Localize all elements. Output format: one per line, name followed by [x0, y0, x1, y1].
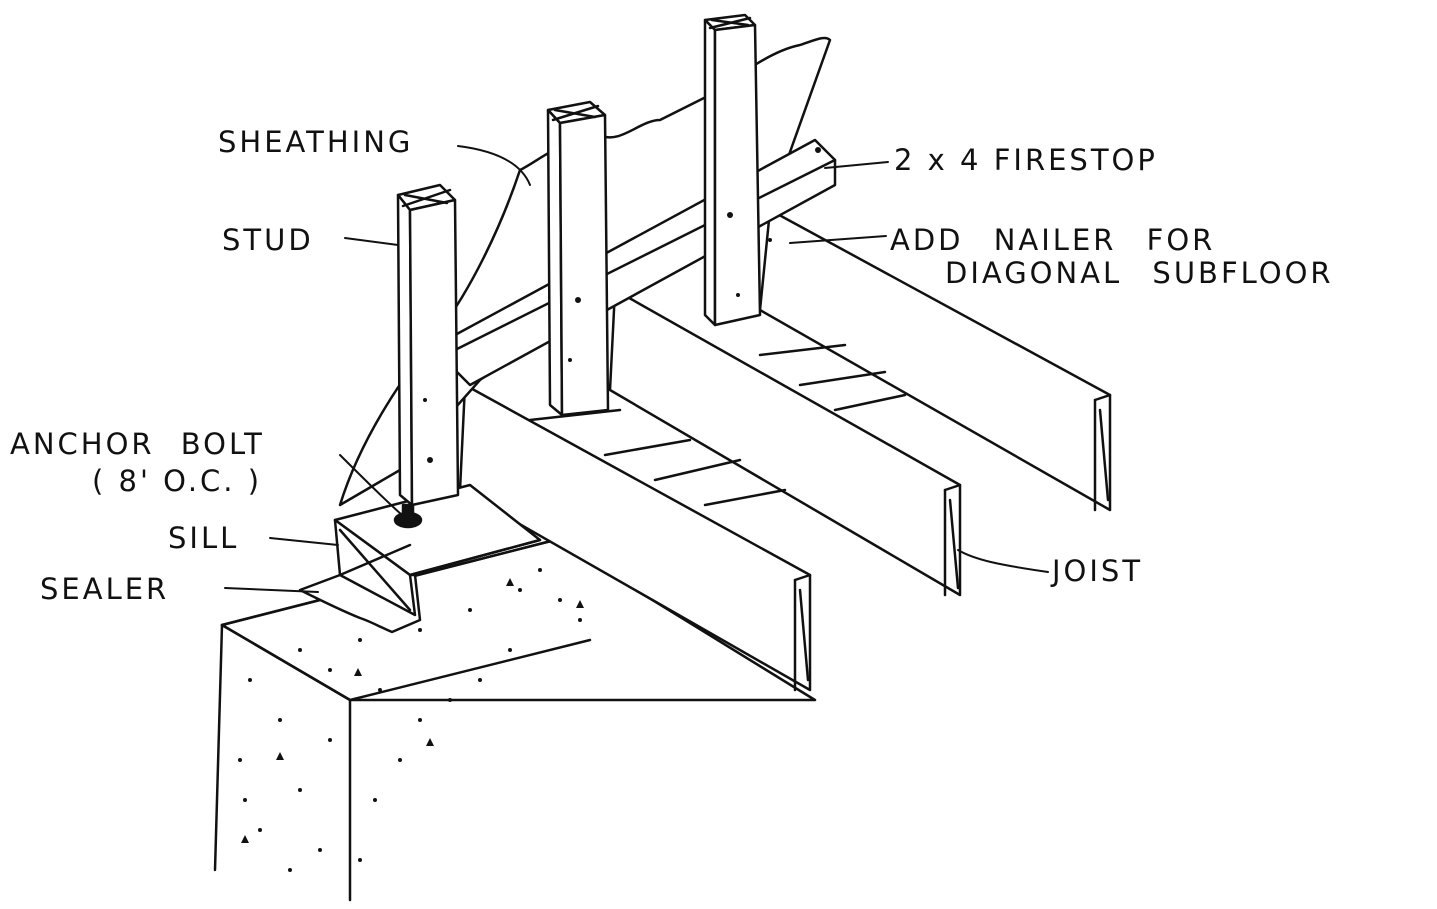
label-joist: JOIST: [1052, 554, 1144, 588]
nailer-blocks: [528, 343, 907, 507]
joist-2: [608, 288, 962, 597]
leader-sheathing: [457, 145, 531, 186]
label-stud: STUD: [222, 223, 314, 257]
stud-3: [703, 13, 762, 327]
stud-1: [396, 183, 460, 507]
leader-nailer: [789, 235, 887, 244]
label-nailer-line1: ADD NAILER FOR: [890, 223, 1216, 257]
label-sheathing: SHEATHING: [218, 125, 414, 159]
anchor-bolt: [393, 503, 423, 529]
label-anchor-bolt: ANCHOR BOLT: [10, 427, 265, 461]
joist-1: [458, 383, 812, 692]
leader-firestop: [824, 161, 889, 169]
label-sill: SILL: [168, 521, 240, 555]
label-anchor-spacing: ( 8' O.C. ): [92, 464, 263, 498]
leader-sill: [269, 537, 339, 546]
label-sealer: SEALER: [40, 572, 170, 606]
stud-2: [546, 100, 610, 417]
joist-3: [758, 208, 1112, 512]
nail-marks: [423, 147, 821, 463]
concrete-stipple: [238, 568, 584, 872]
leader-sealer: [224, 587, 319, 593]
label-firestop: 2 x 4 FIRESTOP: [894, 143, 1158, 177]
leader-joist: [957, 549, 1049, 573]
leader-lines: [224, 145, 1049, 593]
label-nailer-line2: DIAGONAL SUBFLOOR: [945, 256, 1334, 290]
leader-anchor-bolt: [339, 454, 403, 516]
leader-stud: [344, 237, 399, 246]
